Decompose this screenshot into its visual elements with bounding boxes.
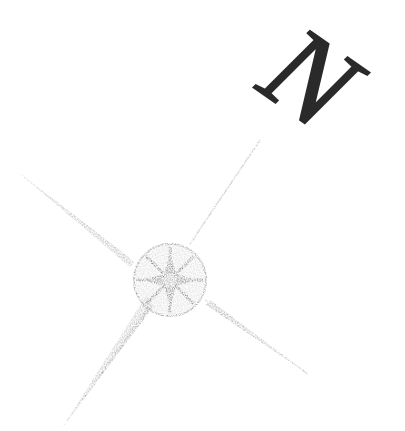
north-letter-label: N bbox=[239, 0, 387, 158]
north-indicator: N bbox=[239, 0, 387, 158]
compass-rosette bbox=[134, 244, 206, 316]
